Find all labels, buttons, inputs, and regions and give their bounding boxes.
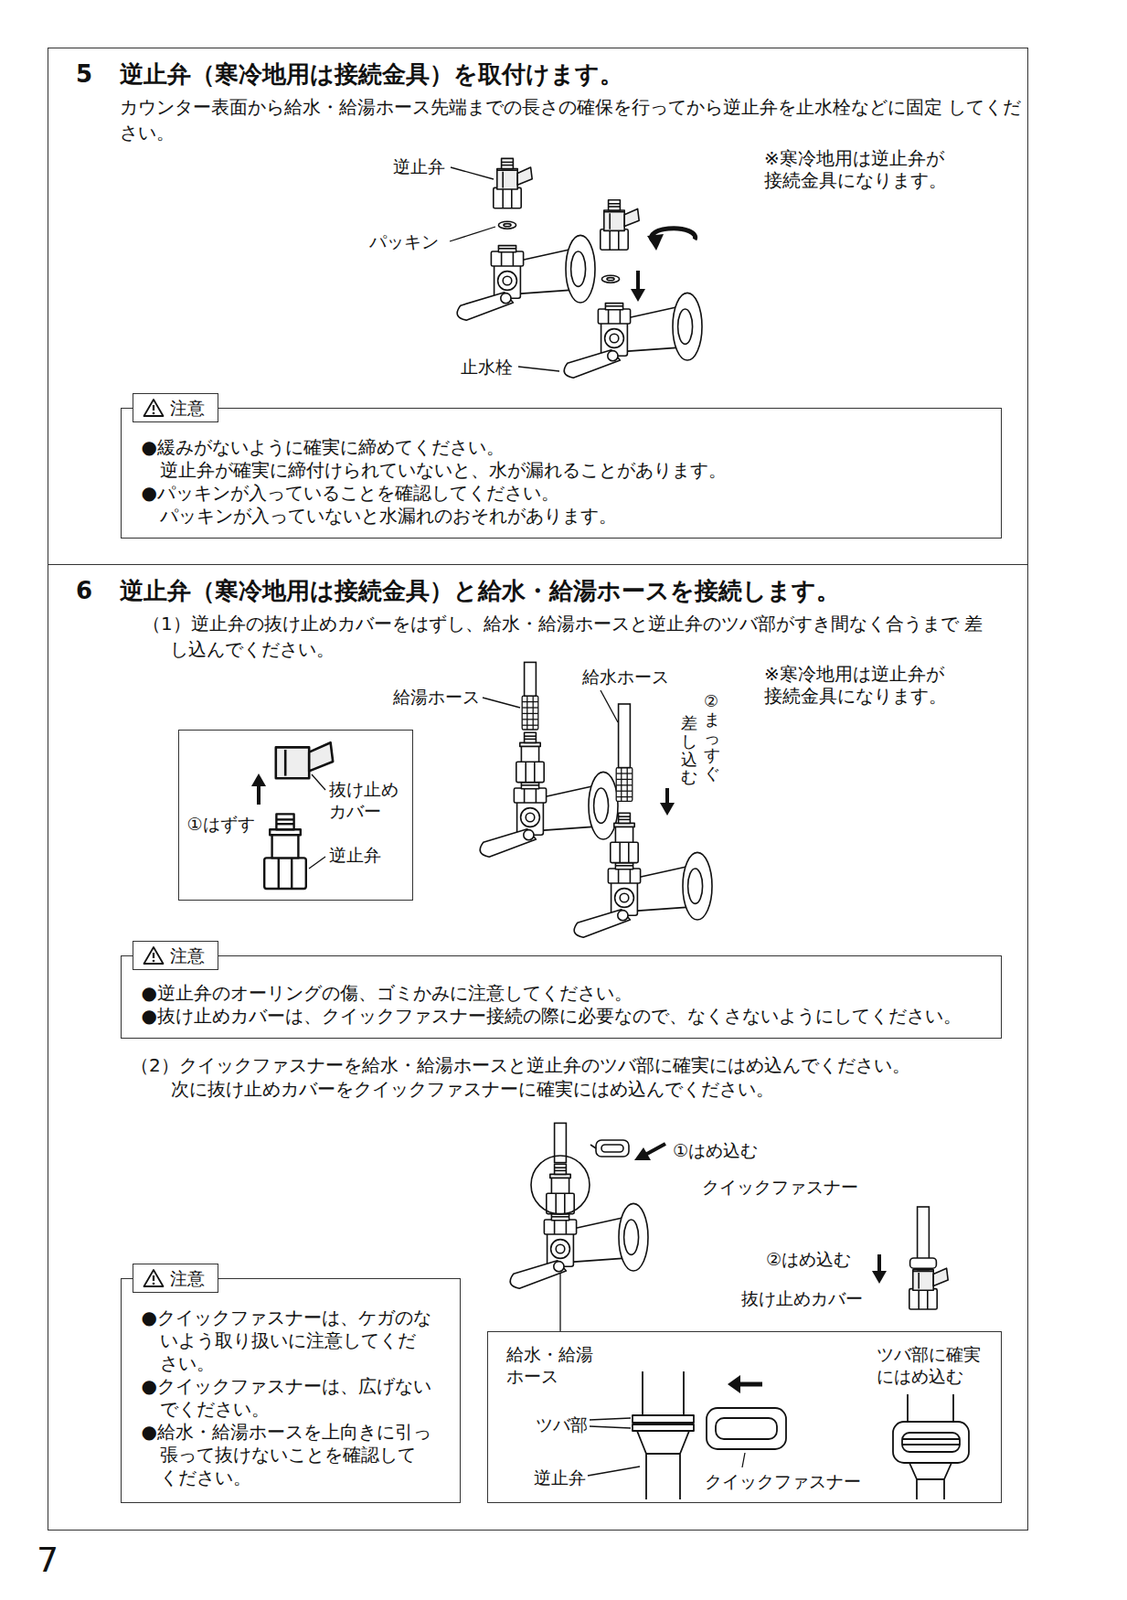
caution-item: ●クイックファスナーは、ケガのないよう取り扱いに注意してください。: [141, 1306, 433, 1375]
caution-box: 注意●クイックファスナーは、ケガのないよう取り扱いに注意してください。●クイック…: [120, 1277, 461, 1503]
step-label: ②はめ込む: [765, 1247, 851, 1270]
instruction-label: ツバ部に確実 にはめ込む: [876, 1342, 991, 1387]
note-text: ※寒冷地用は逆止弁が 接続金具になります。: [764, 662, 957, 707]
step-section: 6 逆止弁（寒冷地用は接続金具）と給水・給湯ホースを接続します。 ①はずす 抜け止め …: [47, 563, 1029, 1531]
inset-box: ①はずす 抜け止め カバー逆止弁: [178, 729, 414, 901]
instruction-text: （2）クイックファスナーを給水・給湯ホースと逆止弁のツバ部に確実にはめ込んでくだ…: [130, 1052, 911, 1078]
part-label: クイックファスナー: [704, 1469, 862, 1492]
caution-tab: 注意: [132, 1263, 219, 1293]
warning-icon: [142, 945, 165, 966]
part-label: 止水栓: [460, 355, 513, 378]
caution-tab: 注意: [132, 940, 219, 970]
caution-tab: 注意: [132, 393, 219, 423]
page-number: 7: [36, 1539, 59, 1580]
instruction-text: 次に抜け止めカバーをクイックファスナーに確実にはめ込んでください。: [170, 1075, 775, 1102]
part-label: クイックファスナー: [701, 1175, 859, 1198]
caution-heading: 注意: [170, 396, 205, 419]
caution-heading: 注意: [170, 1266, 205, 1289]
part-label: 給水・給湯 ホース: [506, 1342, 604, 1387]
part-label: 抜け止めカバー: [741, 1286, 863, 1309]
part-label: 逆止弁: [533, 1466, 586, 1489]
part-label: 給水ホース: [582, 665, 670, 688]
caution-box: 注意●逆止弁のオーリングの傷、ゴミかみに注意してください。●抜け止めカバーは、ク…: [120, 955, 1002, 1039]
step-number: 5: [75, 59, 93, 89]
part-label: 抜け止め カバー: [329, 777, 409, 822]
step-heading: 逆止弁（寒冷地用は接続金具）と給水・給湯ホースを接続します。: [119, 575, 840, 606]
step-number: 6: [75, 575, 93, 606]
caution-note: パッキンが入っていないと水漏れのおそれがあります。: [141, 504, 983, 528]
vertical-label: 差し込む: [680, 713, 698, 787]
caution-item: ●給水・給湯ホースを上向きに引っ張って抜けないことを確認してください。: [141, 1420, 433, 1489]
vertical-label: ②まっすぐ: [703, 691, 721, 783]
warning-icon: [142, 397, 165, 418]
caution-item: ●クイックファスナーは、広げないでください。: [141, 1374, 433, 1421]
part-label: 給湯ホース: [393, 685, 480, 708]
instruction-text: （1）逆止弁の抜け止めカバーをはずし、給水・給湯ホースと逆止弁のツバ部がすき間な…: [142, 610, 984, 662]
caution-item: ●パッキンが入っていることを確認してください。: [141, 481, 983, 505]
caution-item: ●緩みがないように確実に締めてください。: [141, 435, 983, 459]
caution-box: 注意●緩みがないように確実に締めてください。逆止弁が確実に締付けられていないと、…: [120, 407, 1002, 539]
note-text: ※寒冷地用は逆止弁が 接続金具になります。: [764, 147, 957, 192]
caution-note: 逆止弁が確実に締付けられていないと、水が漏れることがあります。: [141, 458, 983, 482]
step-label: ①はずす: [187, 812, 256, 835]
step-heading: 逆止弁（寒冷地用は接続金具）を取付けます。: [119, 59, 624, 89]
part-label: ツバ部: [535, 1413, 588, 1436]
caution-heading: 注意: [170, 944, 205, 967]
part-label: パッキン: [369, 230, 439, 253]
caution-item: ●逆止弁のオーリングの傷、ゴミかみに注意してください。: [141, 981, 983, 1005]
step-section: 5 逆止弁（寒冷地用は接続金具）を取付けます。カウンター表面から給水・給湯ホース先…: [47, 47, 1029, 565]
caution-item: ●抜け止めカバーは、クイックファスナー接続の際に必要なので、なくさないようにして…: [141, 1004, 983, 1028]
step-label: ①はめ込む: [672, 1138, 758, 1161]
part-label: 逆止弁: [329, 843, 382, 866]
warning-icon: [142, 1267, 165, 1288]
part-label: 逆止弁: [393, 155, 446, 178]
step-instruction: カウンター表面から給水・給湯ホース先端までの長さの確保を行ってから逆止弁を止水栓…: [119, 94, 1028, 146]
detail-box: 給水・給湯 ホースツバ部逆止弁 クイックファスナー ツバ部に確実 にはめ込む: [487, 1330, 1002, 1503]
